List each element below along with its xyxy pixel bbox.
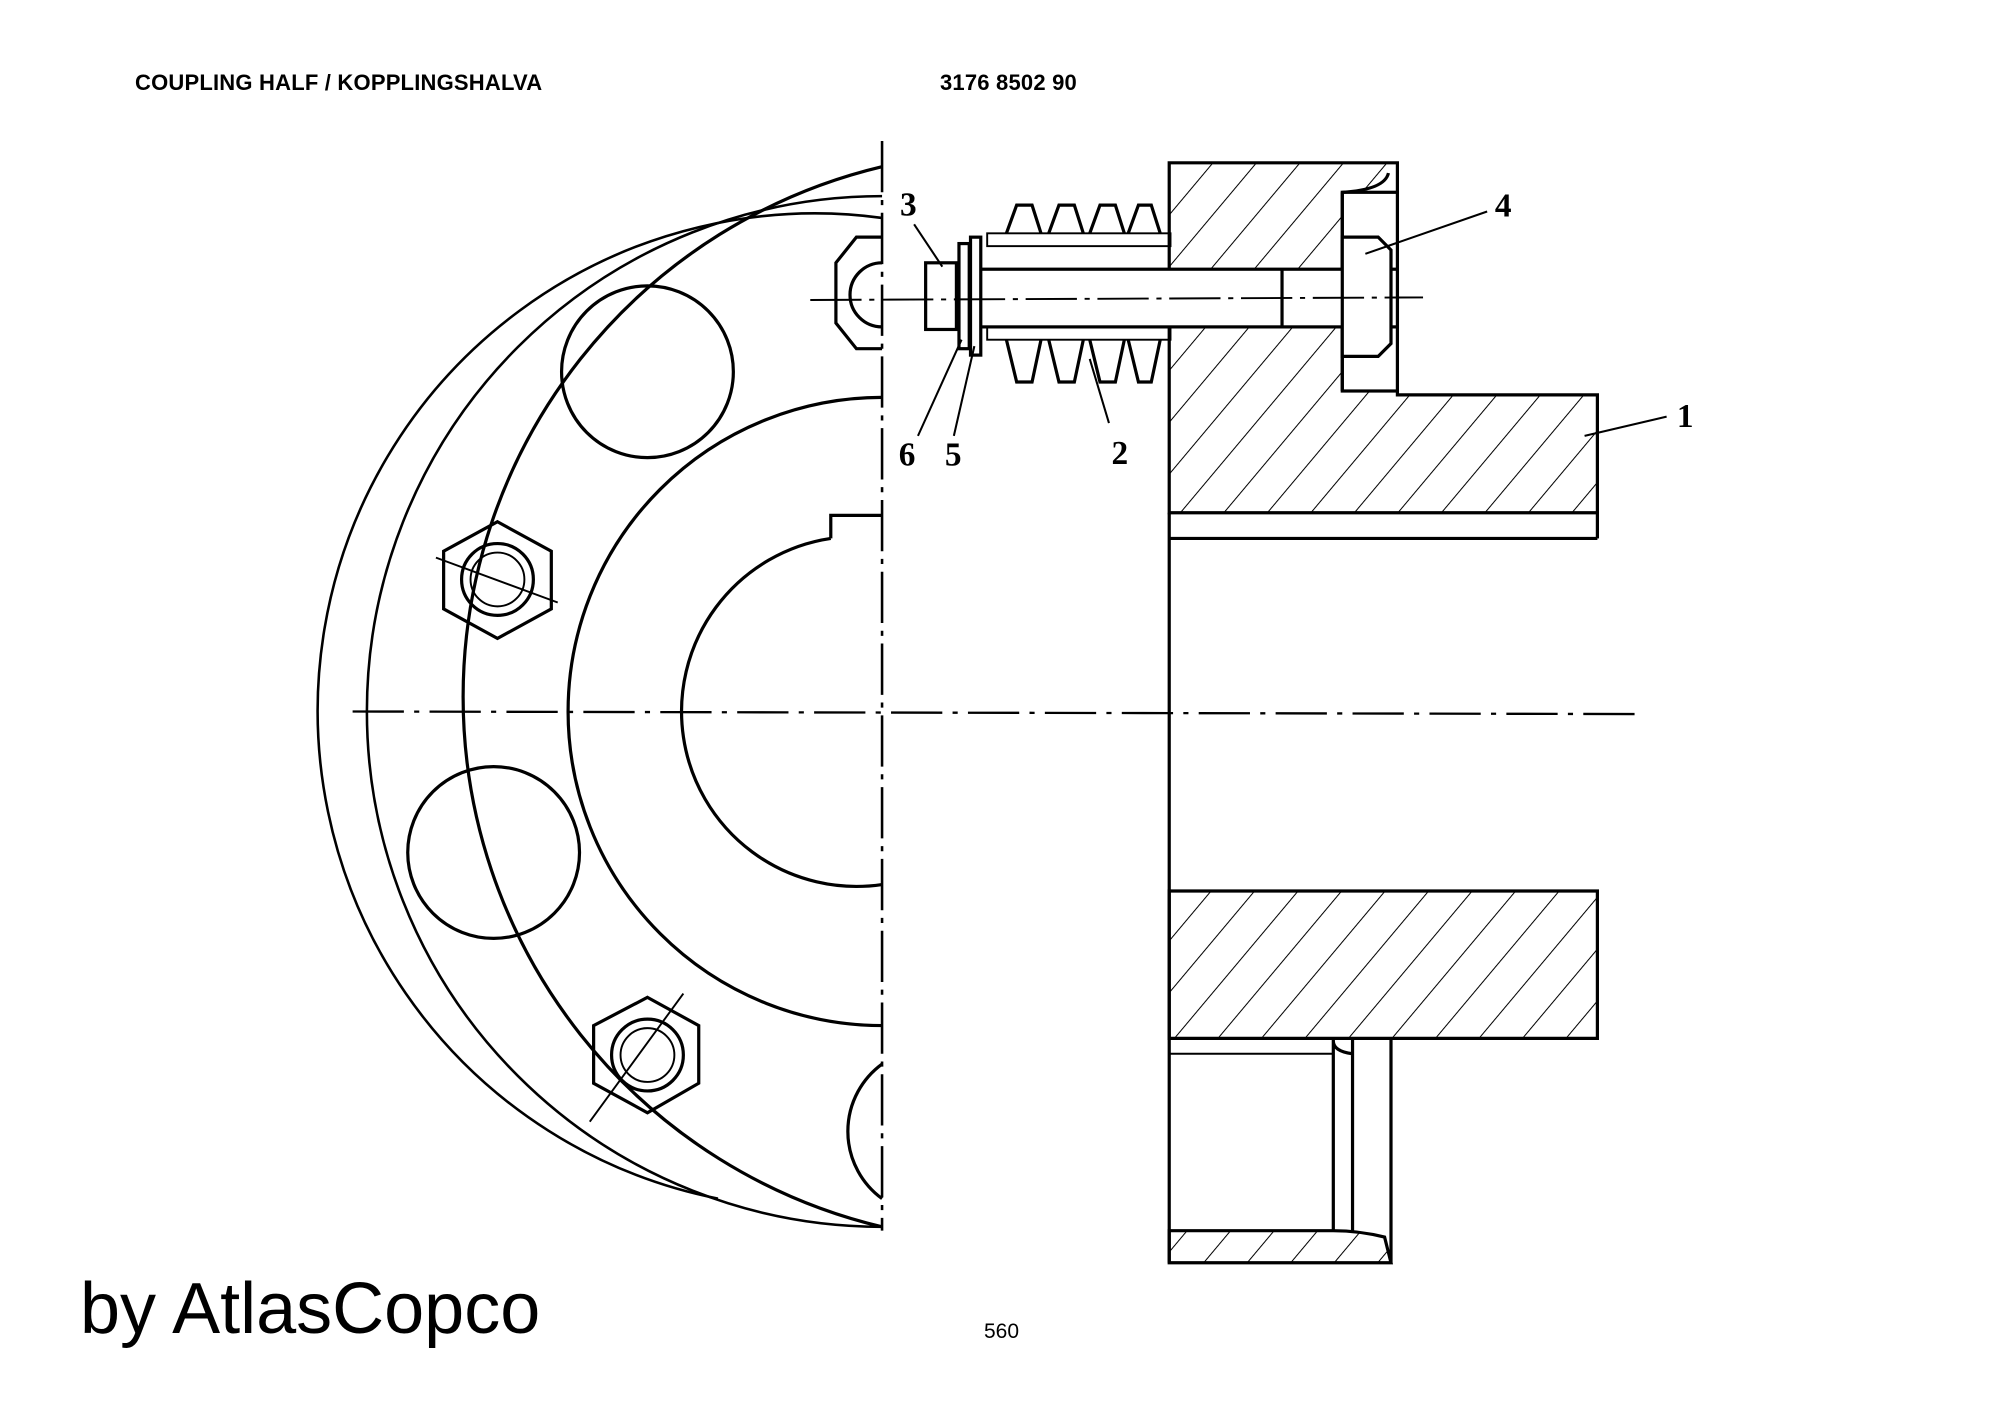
- drawing-title: COUPLING HALF / KOPPLINGSHALVA: [135, 70, 543, 95]
- page-number: 560: [984, 1320, 1020, 1343]
- callout-6: 6: [899, 436, 916, 473]
- bolt-assembly: [810, 203, 1424, 384]
- center-line: [352, 710, 1635, 716]
- leader-lines: [913, 210, 1667, 437]
- hex-nut: [435, 519, 559, 641]
- flange-front-view: [316, 141, 884, 1231]
- hex-nut: [588, 992, 701, 1123]
- hex-nut-partial: [834, 235, 883, 351]
- callout-2: 2: [1112, 435, 1129, 472]
- callout-1: 1: [1677, 398, 1694, 435]
- callout-4: 4: [1495, 188, 1512, 225]
- callout-5: 5: [945, 436, 962, 473]
- callout-3: 3: [900, 186, 917, 223]
- part-number: 3176 8502 90: [940, 70, 1077, 95]
- brand-watermark: by AtlasCopco: [80, 1269, 541, 1349]
- rubber-element: [986, 203, 1172, 384]
